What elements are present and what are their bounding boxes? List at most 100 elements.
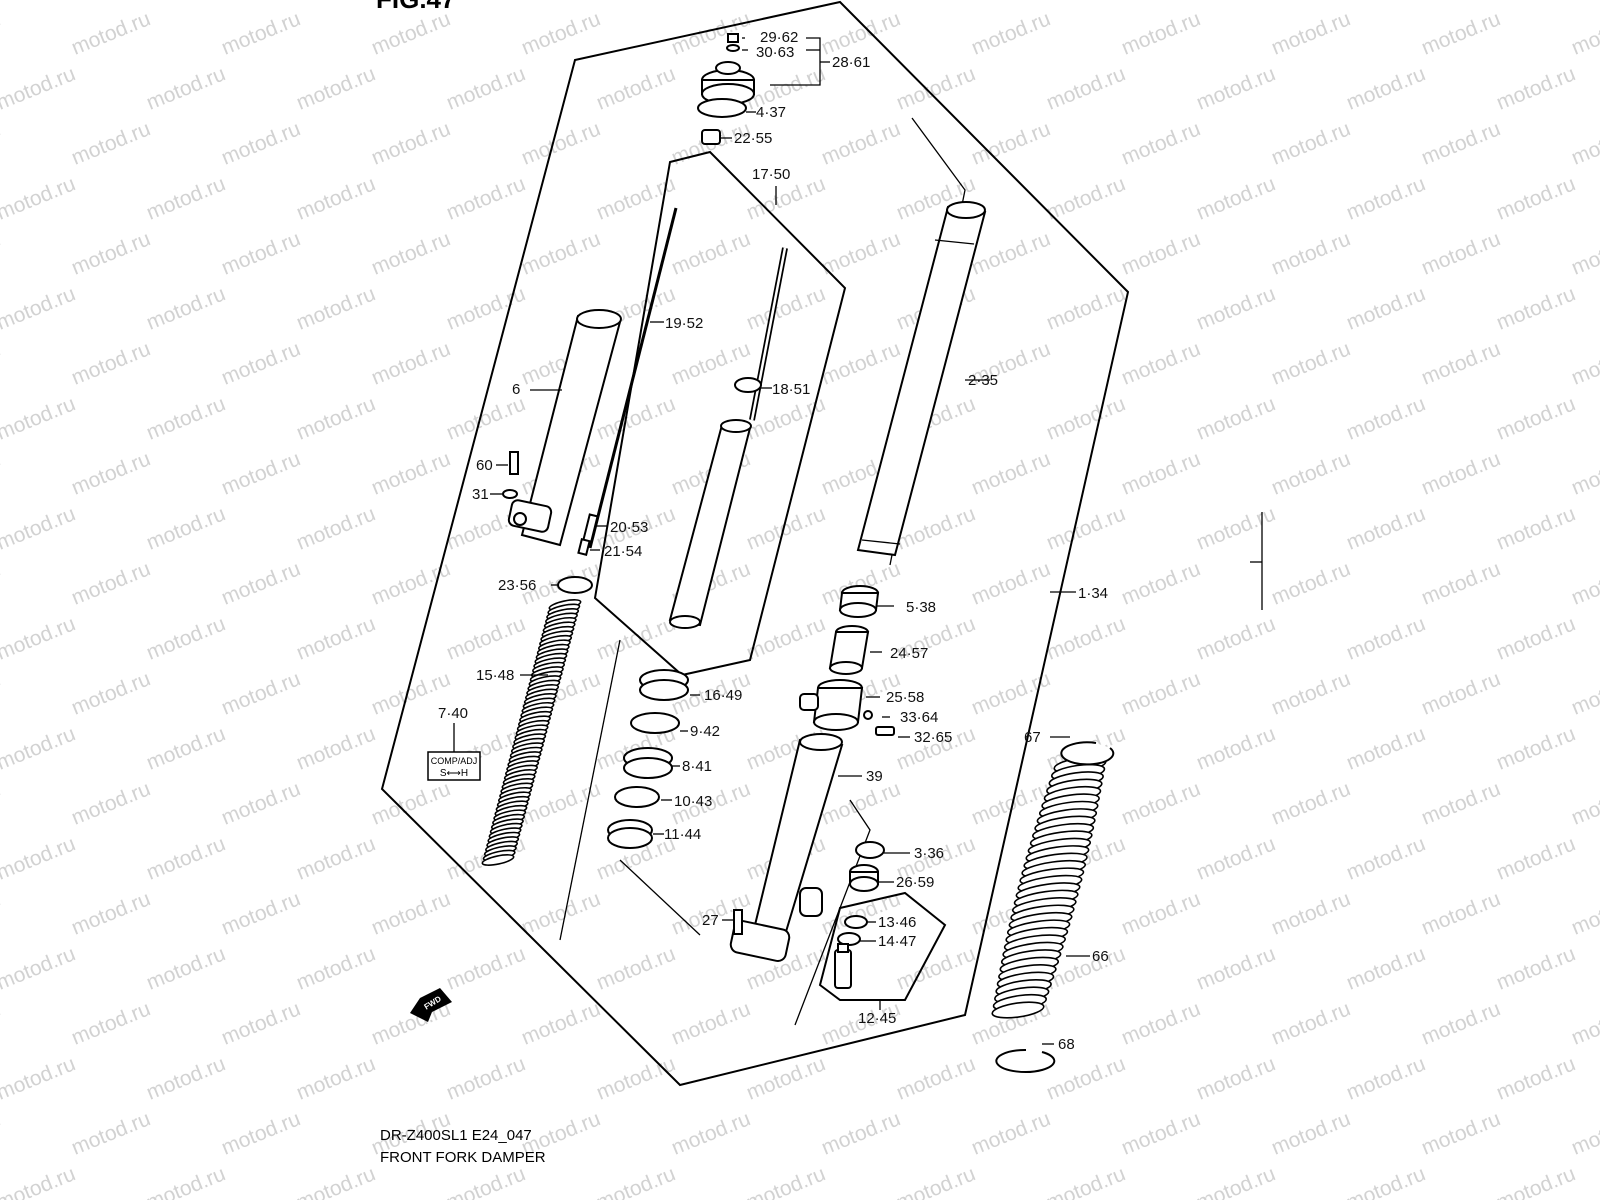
callout-67: 67	[1024, 729, 1041, 746]
watermark-text: motod.ru	[143, 282, 228, 334]
watermark-text: motod.ru	[593, 942, 678, 994]
watermark-text: motod.ru	[818, 117, 903, 169]
watermark-text: motod.ru	[1193, 392, 1278, 444]
watermark-text: motod.ru	[293, 392, 378, 444]
watermark-text: motod.ru	[668, 1107, 753, 1159]
watermark-text: motod.ru	[68, 337, 153, 389]
watermark-text: motod.ru	[68, 7, 153, 59]
watermark-text: motod.ru	[1193, 502, 1278, 554]
callout-6: 6	[512, 381, 520, 398]
callout-18: 18·51	[772, 381, 810, 398]
valve-o-ring-a	[844, 915, 868, 929]
callout-labels: 29·62 30·63 28·61 4·37 22·55 17·50 19·52…	[438, 29, 1109, 1053]
watermark-text: motod.ru	[1193, 1052, 1278, 1104]
watermark-text: motod.ru	[0, 7, 4, 59]
watermark-text: motod.ru	[1493, 722, 1578, 774]
watermark-text: motod.ru	[293, 172, 378, 224]
seal-spacer	[623, 747, 673, 779]
watermark-text: motod.ru	[143, 0, 228, 5]
watermark-text: motod.ru	[68, 997, 153, 1049]
watermark-text: motod.ru	[1043, 1052, 1128, 1104]
watermark-text: motod.ru	[293, 942, 378, 994]
watermark-text: motod.ru	[1568, 557, 1600, 609]
watermark-text: motod.ru	[1343, 0, 1428, 5]
callout-10: 10·43	[674, 793, 712, 810]
cap-bolt	[726, 33, 740, 52]
watermark-text: motod.ru	[893, 942, 978, 994]
watermark-text: motod.ru	[68, 1107, 153, 1159]
watermark-text: motod.ru	[143, 172, 228, 224]
watermark-text: motod.ru	[743, 1162, 828, 1200]
watermark-text: motod.ru	[1193, 612, 1278, 664]
watermark-text: motod.ru	[1568, 117, 1600, 169]
callout-16: 16·49	[704, 687, 742, 704]
watermark-text: motod.ru	[968, 7, 1053, 59]
watermark-text: motod.ru	[1418, 557, 1503, 609]
watermark-text: motod.ru	[1493, 392, 1578, 444]
watermark-text: motod.ru	[293, 612, 378, 664]
watermark-text: motod.ru	[1418, 117, 1503, 169]
callout-24: 24·57	[890, 645, 928, 662]
watermark-text: motod.ru	[1493, 1162, 1578, 1200]
callout-60: 60	[476, 457, 493, 474]
watermark-text: motod.ru	[0, 722, 79, 774]
callout-15: 15·48	[476, 667, 514, 684]
clamp-bolt	[509, 451, 519, 475]
watermark-text: motod.ru	[1418, 777, 1503, 829]
watermark-text: motod.ru	[218, 557, 303, 609]
watermark-text: motod.ru	[1343, 612, 1428, 664]
watermark-text: motod.ru	[1343, 392, 1428, 444]
holder-washer	[502, 489, 518, 499]
watermark-text: motod.ru	[293, 832, 378, 884]
watermark-text: motod.ru	[1118, 227, 1203, 279]
comp-adj-line2: S⟷H	[440, 768, 468, 779]
callout-21: 21·54	[604, 543, 642, 560]
watermark-text: motod.ru	[0, 557, 4, 609]
watermark-text: motod.ru	[1193, 722, 1278, 774]
watermark-text: motod.ru	[1118, 7, 1203, 59]
watermark-text: motod.ru	[218, 997, 303, 1049]
spring-seat	[557, 576, 593, 594]
cap-o-ring	[697, 98, 747, 118]
watermark-text: motod.ru	[1043, 62, 1128, 114]
collar	[828, 625, 870, 675]
watermark-text: motod.ru	[1343, 1162, 1428, 1200]
watermark-text: motod.ru	[1418, 997, 1503, 1049]
watermark-text: motod.ru	[143, 392, 228, 444]
watermark-text: motod.ru	[593, 392, 678, 444]
watermark-text: motod.ru	[0, 612, 79, 664]
callout-25: 25·58	[886, 689, 924, 706]
watermark-text: motod.ru	[1493, 612, 1578, 664]
oil-seal	[639, 669, 689, 701]
watermark-text: motod.ru	[218, 1107, 303, 1159]
watermark-text: motod.ru	[1268, 997, 1353, 1049]
watermark-text: motod.ru	[218, 667, 303, 719]
watermark-text: motod.ru	[1568, 447, 1600, 499]
watermark-text: motod.ru	[443, 282, 528, 334]
watermark-text: motod.ru	[143, 722, 228, 774]
fork-cap	[701, 61, 755, 105]
watermark-text: motod.ru	[0, 172, 79, 224]
watermark-text: motod.ru	[1493, 1052, 1578, 1104]
watermark-text: motod.ru	[668, 997, 753, 1049]
tube-bushing	[838, 585, 880, 618]
watermark-text: motod.ru	[1043, 1162, 1128, 1200]
watermark-text: motod.ru	[743, 282, 828, 334]
watermark-text: motod.ru	[1118, 667, 1203, 719]
leader-lines	[453, 37, 1090, 1045]
watermark-text: motod.ru	[68, 227, 153, 279]
damper-cylinder	[668, 419, 752, 629]
watermark-text: motod.ru	[1118, 337, 1203, 389]
watermark-text: motod.ru	[293, 0, 378, 5]
watermark-text: motod.ru	[293, 722, 378, 774]
callout-3: 3·36	[914, 845, 944, 862]
callout-14: 14·47	[878, 933, 916, 950]
figure-caption: FRONT FORK DAMPER	[380, 1149, 546, 1166]
callout-68: 68	[1058, 1036, 1075, 1053]
watermark-text: motod.ru	[668, 227, 753, 279]
model-code: DR-Z400SL1 E24_047	[380, 1127, 532, 1144]
watermark-text: motod.ru	[1043, 0, 1128, 5]
seal-stopper-ring	[630, 712, 680, 734]
callout-7: 7·40	[438, 705, 468, 722]
watermark-text: motod.ru	[1193, 172, 1278, 224]
